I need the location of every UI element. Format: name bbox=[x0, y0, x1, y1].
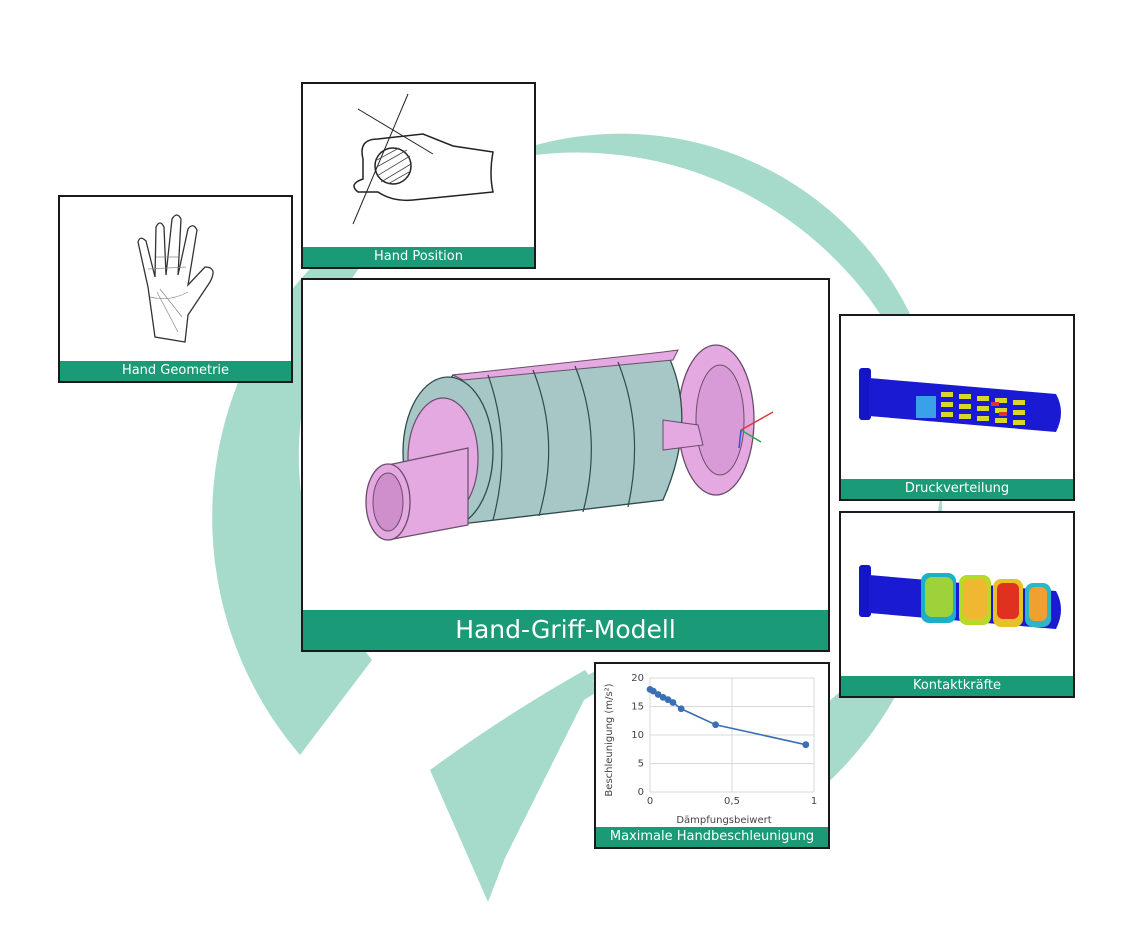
chart-data-point bbox=[669, 699, 677, 706]
chart-x-tick-label: 0 bbox=[647, 796, 653, 807]
acceleration-chart: 0 5 10 15 20 0 0,5 1 Beschleunigung (m/s²) Dämp… bbox=[604, 673, 817, 826]
chart-y-axis-label: Beschleunigung (m/s²) bbox=[604, 683, 615, 796]
hand-geometrie-caption: Hand Geometrie bbox=[60, 361, 291, 381]
handbeschleunigung-panel: 0 5 10 15 20 0 0,5 1 Beschleunigung (m/s²) Dämp… bbox=[594, 662, 830, 849]
cycle-arrow-head bbox=[430, 668, 600, 902]
chart-x-tick-label: 1 bbox=[811, 796, 817, 807]
chart-data-point bbox=[712, 721, 719, 729]
chart-y-tick-label: 20 bbox=[631, 673, 644, 684]
hand-geometrie-sketch bbox=[137, 214, 214, 343]
grip-model-render bbox=[365, 344, 774, 541]
hand-position-sketch bbox=[352, 93, 494, 225]
chart-axes: 0 5 10 15 20 0 0,5 1 bbox=[631, 673, 817, 807]
hand-geometrie-panel: Hand Geometrie bbox=[58, 195, 293, 383]
chart-y-tick-label: 15 bbox=[631, 702, 644, 713]
chart-x-axis-label: Dämpfungsbeiwert bbox=[676, 815, 771, 826]
chart-data-point bbox=[654, 691, 662, 698]
cycle-arrow-ring bbox=[212, 133, 943, 790]
chart-y-tick-label: 0 bbox=[638, 787, 644, 798]
chart-x-tick-label: 0,5 bbox=[724, 796, 740, 807]
chart-series bbox=[646, 686, 810, 749]
chart-y-tick-label: 5 bbox=[638, 759, 644, 770]
kontaktkraefte-panel: Kontaktkräfte bbox=[839, 511, 1075, 698]
chart-series-line bbox=[649, 688, 806, 746]
druckverteilung-caption: Druckverteilung bbox=[841, 479, 1073, 499]
kontaktkraefte-render bbox=[859, 565, 1061, 629]
druckverteilung-render bbox=[859, 368, 1061, 432]
hand-position-caption: Hand Position bbox=[303, 247, 534, 267]
hand-griff-modell-panel: Hand-Griff-Modell bbox=[301, 278, 830, 652]
chart-grid bbox=[649, 677, 815, 793]
handbeschleunigung-caption: Maximale Handbeschleunigung bbox=[596, 827, 828, 847]
chart-y-tick-label: 10 bbox=[631, 730, 644, 741]
chart-data-point bbox=[677, 705, 685, 713]
chart-data-point bbox=[802, 741, 810, 749]
chart-data-point bbox=[664, 696, 672, 704]
kontaktkraefte-caption: Kontaktkräfte bbox=[841, 676, 1073, 696]
hand-position-panel: Hand Position bbox=[301, 82, 536, 269]
hand-griff-modell-caption: Hand-Griff-Modell bbox=[303, 610, 828, 650]
chart-data-point bbox=[649, 687, 657, 695]
druckverteilung-panel: Druckverteilung bbox=[839, 314, 1075, 501]
